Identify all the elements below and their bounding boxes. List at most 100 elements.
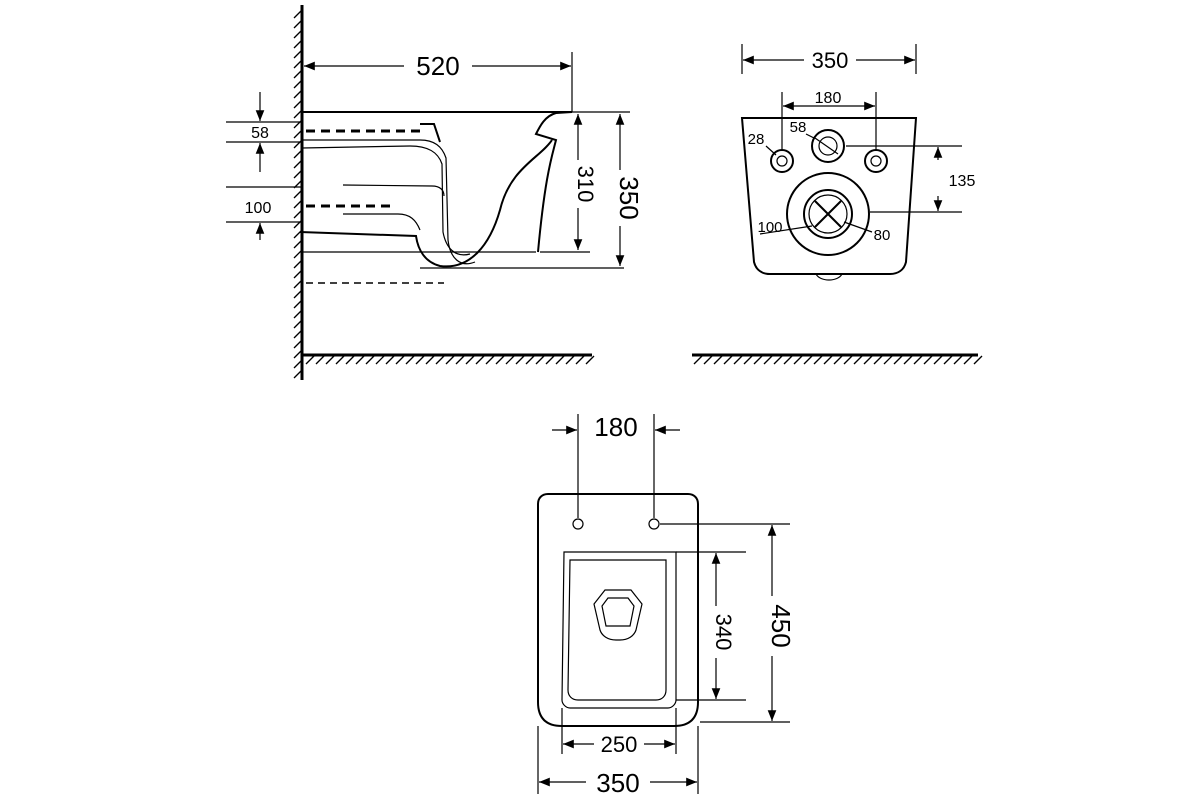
rear-view: 28 58 100 80 350 180 <box>692 44 983 365</box>
hatch-mark <box>293 319 303 329</box>
inlet-hole <box>811 129 845 163</box>
hatch-mark <box>293 9 303 19</box>
hatch-mark <box>293 349 303 359</box>
hatch-mark <box>495 355 505 365</box>
hatch-mark <box>693 355 703 365</box>
dim-bolt-180: 180 <box>781 90 877 150</box>
hatch-mark <box>305 355 315 365</box>
hatch-mark <box>293 69 303 79</box>
hatch-mark <box>555 355 565 365</box>
dim-label: 80 <box>874 227 891 244</box>
bowl-opening <box>593 589 643 641</box>
hatch-mark <box>703 355 713 365</box>
dim-width-350: 350 <box>741 44 917 74</box>
hatch-mark <box>773 355 783 365</box>
hatch-mark <box>813 355 823 365</box>
hatch-mark <box>293 19 303 29</box>
hatch-mark <box>293 199 303 209</box>
hatch-mark <box>833 355 843 365</box>
outlet-hole <box>786 172 870 256</box>
hatch-mark <box>365 355 375 365</box>
hatch-mark <box>733 355 743 365</box>
dim-height-310: 310 <box>540 114 598 253</box>
hatch-mark <box>933 355 943 365</box>
hatch-mark <box>293 109 303 119</box>
hatch-mark <box>293 299 303 309</box>
hatch-mark <box>293 219 303 229</box>
hatch-mark <box>293 49 303 59</box>
hatch-mark <box>893 355 903 365</box>
hatch-mark <box>293 329 303 339</box>
hatch-mark <box>973 355 983 365</box>
hatch-mark <box>445 355 455 365</box>
dim-depth-450: 450 <box>660 523 796 723</box>
hatch-mark <box>293 269 303 279</box>
hatch-mark <box>535 355 545 365</box>
label-inlet: 58 <box>790 119 815 139</box>
hatch-mark <box>293 169 303 179</box>
hatch-mark <box>293 359 303 369</box>
dim-label: 450 <box>766 604 796 647</box>
hatch-mark <box>293 309 303 319</box>
dim-height-350: 350 <box>572 111 644 266</box>
hatch-mark <box>803 355 813 365</box>
dim-top-width-350: 350 <box>537 726 699 798</box>
dim-height-135: 135 <box>846 145 976 213</box>
dim-label: 520 <box>416 51 459 81</box>
hatch-mark <box>405 355 415 365</box>
dim-label: 180 <box>594 412 637 442</box>
top-view: 180 450 340 250 <box>537 412 796 798</box>
rear-outline <box>740 117 918 275</box>
hatch-mark <box>585 355 595 365</box>
dim-label: 180 <box>815 90 842 107</box>
hatch-mark <box>385 355 395 365</box>
hatch-mark <box>545 355 555 365</box>
hatch-mark <box>293 369 303 379</box>
hatch-mark <box>435 355 445 365</box>
dim-label: 350 <box>596 768 639 798</box>
hatch-mark <box>293 289 303 299</box>
bolt-hole-top-left <box>572 518 584 530</box>
dim-label: 58 <box>790 119 807 136</box>
hatch-mark <box>293 259 303 269</box>
hatch-mark <box>293 29 303 39</box>
hatch-mark <box>783 355 793 365</box>
label-outlet-100: 100 <box>757 219 813 236</box>
hatch-mark <box>903 355 913 365</box>
side-view: 58 100 520 310 350 <box>226 5 644 380</box>
hatch-mark <box>565 355 575 365</box>
hatch-mark <box>293 279 303 289</box>
hatch-mark <box>753 355 763 365</box>
dim-label: 310 <box>573 166 598 203</box>
hatch-mark <box>515 355 525 365</box>
hatch-mark <box>293 99 303 109</box>
dim-label: 135 <box>949 173 976 190</box>
dim-seat-250: 250 <box>561 708 677 757</box>
dim-outlet-100: 100 <box>226 186 302 240</box>
bolt-hole-top-right <box>648 518 660 530</box>
floor-left <box>302 353 595 365</box>
hatch-mark <box>843 355 853 365</box>
hatch-mark <box>425 355 435 365</box>
hatch-mark <box>293 79 303 89</box>
hatch-mark <box>883 355 893 365</box>
hatch-mark <box>943 355 953 365</box>
dim-label: 100 <box>757 219 782 236</box>
hatch-mark <box>345 355 355 365</box>
hatch-mark <box>325 355 335 365</box>
label-outlet-80: 80 <box>843 221 891 244</box>
dim-label: 100 <box>245 200 272 217</box>
hatch-mark <box>923 355 933 365</box>
hatch-mark <box>793 355 803 365</box>
hatch-mark <box>455 355 465 365</box>
hatch-mark <box>525 355 535 365</box>
hatch-mark <box>293 139 303 149</box>
hatch-mark <box>475 355 485 365</box>
hatch-mark <box>293 149 303 159</box>
hatch-mark <box>293 249 303 259</box>
hatch-mark <box>763 355 773 365</box>
hatch-mark <box>335 355 345 365</box>
hatch-mark <box>963 355 973 365</box>
dim-length-520: 520 <box>304 51 573 112</box>
hatch-mark <box>713 355 723 365</box>
